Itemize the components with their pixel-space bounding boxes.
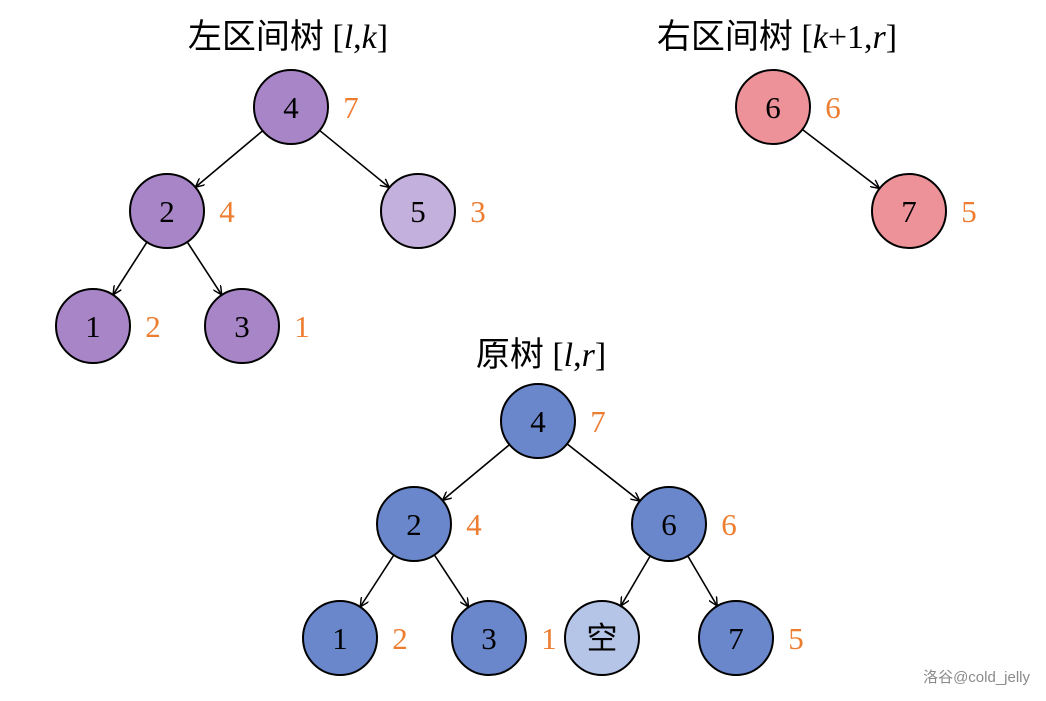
node-weight: 5 bbox=[961, 194, 977, 229]
node-label: 4 bbox=[530, 404, 546, 439]
title-part: +1, bbox=[828, 19, 873, 56]
node-circle bbox=[735, 69, 811, 145]
node-label: 7 bbox=[901, 194, 917, 229]
title-part: ] bbox=[595, 337, 606, 374]
titles-layer: 左区间树 [l,k]右区间树 [k+1,r]原树 [l,r] bbox=[188, 18, 897, 374]
node-circle bbox=[129, 173, 205, 249]
node-circle bbox=[55, 288, 131, 364]
node-weight: 6 bbox=[721, 507, 737, 542]
node-circle bbox=[253, 69, 329, 145]
edges-layer bbox=[114, 128, 879, 606]
node-weight: 2 bbox=[145, 309, 161, 344]
node-circle bbox=[380, 173, 456, 249]
node-label: 5 bbox=[410, 194, 426, 229]
edge-L2-L1 bbox=[114, 241, 148, 294]
title-part: ] bbox=[886, 19, 897, 56]
node-weight: 4 bbox=[219, 194, 235, 229]
title-part: , bbox=[353, 19, 362, 56]
node-label: 1 bbox=[332, 621, 348, 656]
tree-node: 空 bbox=[564, 600, 640, 676]
edge-L2-L3 bbox=[186, 241, 221, 294]
node-circle bbox=[500, 383, 576, 459]
node-label: 1 bbox=[85, 309, 101, 344]
node-circle bbox=[451, 600, 527, 676]
edge-O6-OE bbox=[621, 555, 651, 605]
edge-R6-R7 bbox=[801, 128, 878, 187]
title-part: , bbox=[573, 337, 582, 374]
node-circle bbox=[376, 486, 452, 562]
node-weight: 7 bbox=[343, 90, 359, 125]
title-part: 右区间树 [ bbox=[657, 18, 813, 56]
node-weight: 5 bbox=[788, 621, 804, 656]
edge-O2-O1 bbox=[361, 554, 395, 606]
node-circle bbox=[631, 486, 707, 562]
node-label: 3 bbox=[481, 621, 497, 656]
title-part: r bbox=[582, 337, 596, 374]
node-weight: 4 bbox=[466, 507, 482, 542]
node-circle bbox=[204, 288, 280, 364]
node-label: 3 bbox=[234, 309, 250, 344]
edge-L4-L5 bbox=[319, 129, 389, 186]
title-part: 原树 [ bbox=[476, 336, 564, 374]
node-label: 4 bbox=[283, 90, 299, 125]
node-label: 7 bbox=[728, 621, 744, 656]
title-part: l bbox=[344, 19, 353, 56]
title-part: 左区间树 [ bbox=[188, 18, 344, 56]
node-circle bbox=[302, 600, 378, 676]
node-label: 2 bbox=[406, 507, 422, 542]
node-label: 空 bbox=[587, 621, 618, 656]
title-part: ] bbox=[377, 19, 388, 56]
title-part: r bbox=[873, 19, 887, 56]
node-label: 2 bbox=[159, 194, 175, 229]
title-part: l bbox=[564, 337, 573, 374]
node-weight: 2 bbox=[392, 621, 408, 656]
node-label: 6 bbox=[765, 90, 781, 125]
edge-O4-O2 bbox=[443, 444, 511, 500]
edge-L4-L2 bbox=[196, 130, 264, 187]
node-circle bbox=[698, 600, 774, 676]
node-circle bbox=[871, 173, 947, 249]
title-part: k bbox=[813, 19, 829, 56]
edge-O6-O7 bbox=[687, 555, 717, 605]
node-weight: 1 bbox=[541, 621, 557, 656]
node-weight: 3 bbox=[470, 194, 486, 229]
left-tree-title: 左区间树 [l,k] bbox=[188, 18, 388, 56]
node-weight: 1 bbox=[294, 309, 310, 344]
edge-O4-O6 bbox=[566, 443, 639, 501]
original-tree-title: 原树 [l,r] bbox=[476, 336, 606, 374]
right-tree-title: 右区间树 [k+1,r] bbox=[657, 18, 897, 56]
node-circle bbox=[564, 600, 640, 676]
watermark: 洛谷@cold_jelly bbox=[923, 669, 1030, 686]
title-part: k bbox=[362, 19, 378, 56]
node-weight: 7 bbox=[590, 404, 606, 439]
node-weight: 6 bbox=[825, 90, 841, 125]
edge-O2-O3 bbox=[433, 554, 468, 606]
node-label: 6 bbox=[661, 507, 677, 542]
